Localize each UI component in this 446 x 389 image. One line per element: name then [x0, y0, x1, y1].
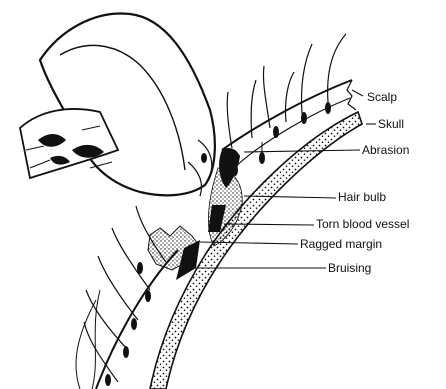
flap-hair-bulbs	[201, 153, 207, 163]
label-bruising: Bruising	[328, 261, 371, 275]
label-ragged-margin: Ragged margin	[300, 237, 382, 251]
label-skull: Skull	[378, 117, 404, 131]
scalp-flap	[40, 13, 215, 195]
label-scalp: Scalp	[367, 90, 397, 104]
label-abrasion: Abrasion	[362, 143, 409, 157]
scalp-cut-edge	[347, 80, 356, 110]
label-hair-bulb: Hair bulb	[338, 190, 386, 204]
hanging-hair	[76, 290, 100, 389]
label-torn-blood-vessel: Torn blood vessel	[316, 217, 409, 231]
lower-hair-bulbs	[105, 262, 151, 386]
